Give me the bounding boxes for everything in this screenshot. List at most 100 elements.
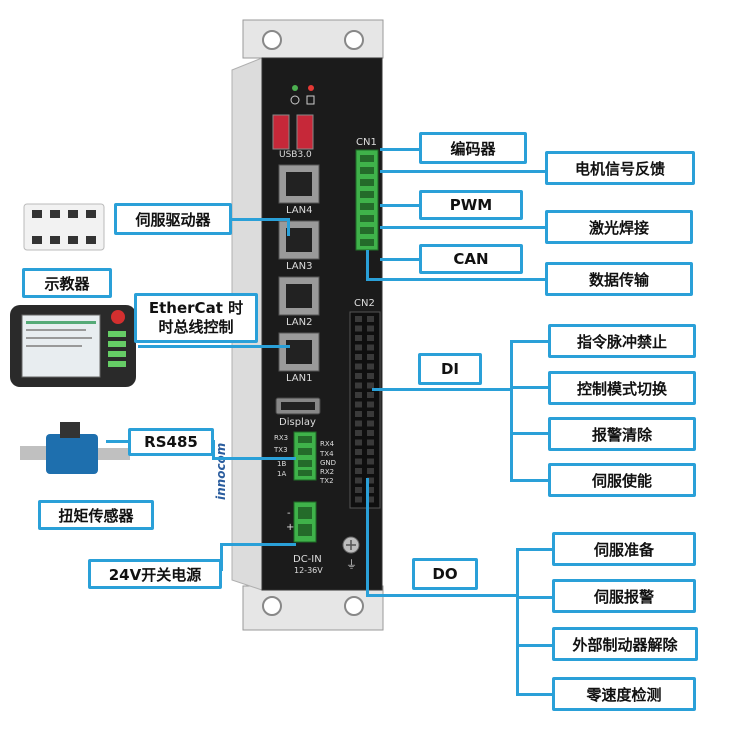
lan2-label: LAN2 xyxy=(286,317,313,328)
rs485-pin-tx4: TX4 xyxy=(320,450,334,458)
dcin-minus: - xyxy=(287,508,291,519)
status-led-icon xyxy=(308,85,314,91)
cn2-pin xyxy=(355,335,362,341)
ethercat-label-line2: 时总线控制 xyxy=(158,318,234,336)
lan-port-4 xyxy=(278,164,320,204)
line-ethercat xyxy=(138,345,290,348)
cn2-pin xyxy=(367,439,374,446)
cn2-pin xyxy=(355,392,362,398)
servo-driver-image xyxy=(23,203,105,251)
cn2-pin xyxy=(355,354,362,360)
lan-port-2 xyxy=(278,276,320,316)
cn2-pin xyxy=(355,344,362,351)
brake-release-label: 外部制动器解除 xyxy=(552,627,698,661)
lan-port-3 xyxy=(278,220,320,260)
rs485-terminal-block xyxy=(293,431,317,481)
cn2-pin xyxy=(355,316,362,322)
rs485-pin-1a: 1A xyxy=(277,470,287,478)
display-label: Display xyxy=(279,417,316,428)
cn1-label: CN1 xyxy=(356,137,377,148)
torque-sensor-image xyxy=(20,422,130,474)
cn2-pin xyxy=(367,325,374,332)
cn2-pin xyxy=(367,363,374,370)
line-do xyxy=(366,594,518,597)
pwm-label: PWM xyxy=(419,190,523,220)
rs485-label: RS485 xyxy=(128,428,214,456)
do-bracket xyxy=(516,548,519,696)
cn2-pin xyxy=(355,382,362,389)
rs485-pin-rx2: RX2 xyxy=(320,468,335,476)
line-cn1-can xyxy=(380,258,420,261)
ground-symbol-icon: ⏚ xyxy=(346,558,357,571)
lan1-label: LAN1 xyxy=(286,373,313,384)
cn1-terminal-slots xyxy=(360,155,374,246)
di-bracket xyxy=(510,340,513,482)
rs485-pin-tx2: TX2 xyxy=(320,477,334,485)
rs485-pin-tx3: TX3 xyxy=(274,446,288,454)
cn2-pin xyxy=(367,354,374,360)
cn2-pins xyxy=(355,316,374,503)
cn2-pin xyxy=(367,382,374,389)
line-di xyxy=(372,388,512,391)
cn2-pin xyxy=(367,373,374,379)
line-cn1-pwm xyxy=(380,204,420,207)
cn2-pin xyxy=(367,392,374,398)
line-cn1-feedback xyxy=(380,170,546,173)
can-label: CAN xyxy=(419,244,523,274)
cn2-pin xyxy=(367,468,374,474)
rs485-pin-rx3: RX3 xyxy=(274,434,289,442)
laser-welding-label: 激光焊接 xyxy=(545,210,693,244)
brand-logo: innocom xyxy=(214,442,228,500)
rs485-pin-rx4: RX4 xyxy=(320,440,335,448)
power-supply-label: 24V开关电源 xyxy=(88,559,222,589)
motor-feedback-label: 电机信号反馈 xyxy=(545,151,695,185)
servo-ready-label: 伺服准备 xyxy=(552,532,696,566)
cn2-pin xyxy=(355,439,362,446)
cn2-pin xyxy=(367,316,374,322)
disk-symbol-icon xyxy=(306,95,315,105)
line-servo-driver xyxy=(232,218,290,221)
servo-alarm-label: 伺服报警 xyxy=(552,579,696,613)
zero-speed-label: 零速度检测 xyxy=(552,677,696,711)
line-cn1-data xyxy=(366,278,546,281)
cn2-pin xyxy=(367,335,374,341)
torque-sensor-label: 扭矩传感器 xyxy=(38,500,154,530)
cn2-pin xyxy=(367,420,374,427)
dcin-plus: + xyxy=(286,522,295,533)
di-label: DI xyxy=(418,353,482,385)
cn2-pin xyxy=(355,411,362,417)
teach-pendant-image xyxy=(10,305,136,387)
cn2-pin xyxy=(355,325,362,332)
line-rs485-a xyxy=(106,440,130,443)
cn2-pin xyxy=(355,373,362,379)
cn1-terminal-block xyxy=(355,149,379,251)
ethercat-label-line1: EtherCat 时 xyxy=(148,299,244,317)
cn2-pin-header xyxy=(349,311,381,509)
cn2-pin xyxy=(355,449,362,455)
cn2-pin xyxy=(367,458,374,465)
alarm-clear-label: 报警清除 xyxy=(548,417,696,451)
cn2-pin xyxy=(367,430,374,436)
lan4-label: LAN4 xyxy=(286,205,313,216)
ethercat-label: EtherCat 时 时总线控制 xyxy=(134,293,258,343)
cn2-pin xyxy=(355,401,362,408)
power-led-icon xyxy=(292,85,298,91)
line-cn1-encoder xyxy=(380,148,420,151)
usb-ports xyxy=(272,114,314,150)
cn2-pin xyxy=(367,487,374,493)
lan-port-1 xyxy=(278,332,320,372)
cn2-pin xyxy=(355,496,362,503)
rs485-pin-1b: 1B xyxy=(277,460,287,468)
cn2-label: CN2 xyxy=(354,298,375,309)
servo-enable-label: 伺服使能 xyxy=(548,463,696,497)
power-symbol-icon xyxy=(290,95,300,105)
rs485-pin-gnd: GND xyxy=(320,459,337,467)
cn2-pin xyxy=(355,458,362,465)
cn2-pin xyxy=(367,496,374,503)
dcin-label: DC-IN xyxy=(293,554,322,565)
display-port xyxy=(275,397,321,415)
mode-switch-label: 控制模式切换 xyxy=(548,371,696,405)
teach-pendant-label: 示教器 xyxy=(22,268,112,298)
line-power xyxy=(222,543,296,546)
do-label: DO xyxy=(412,558,478,590)
